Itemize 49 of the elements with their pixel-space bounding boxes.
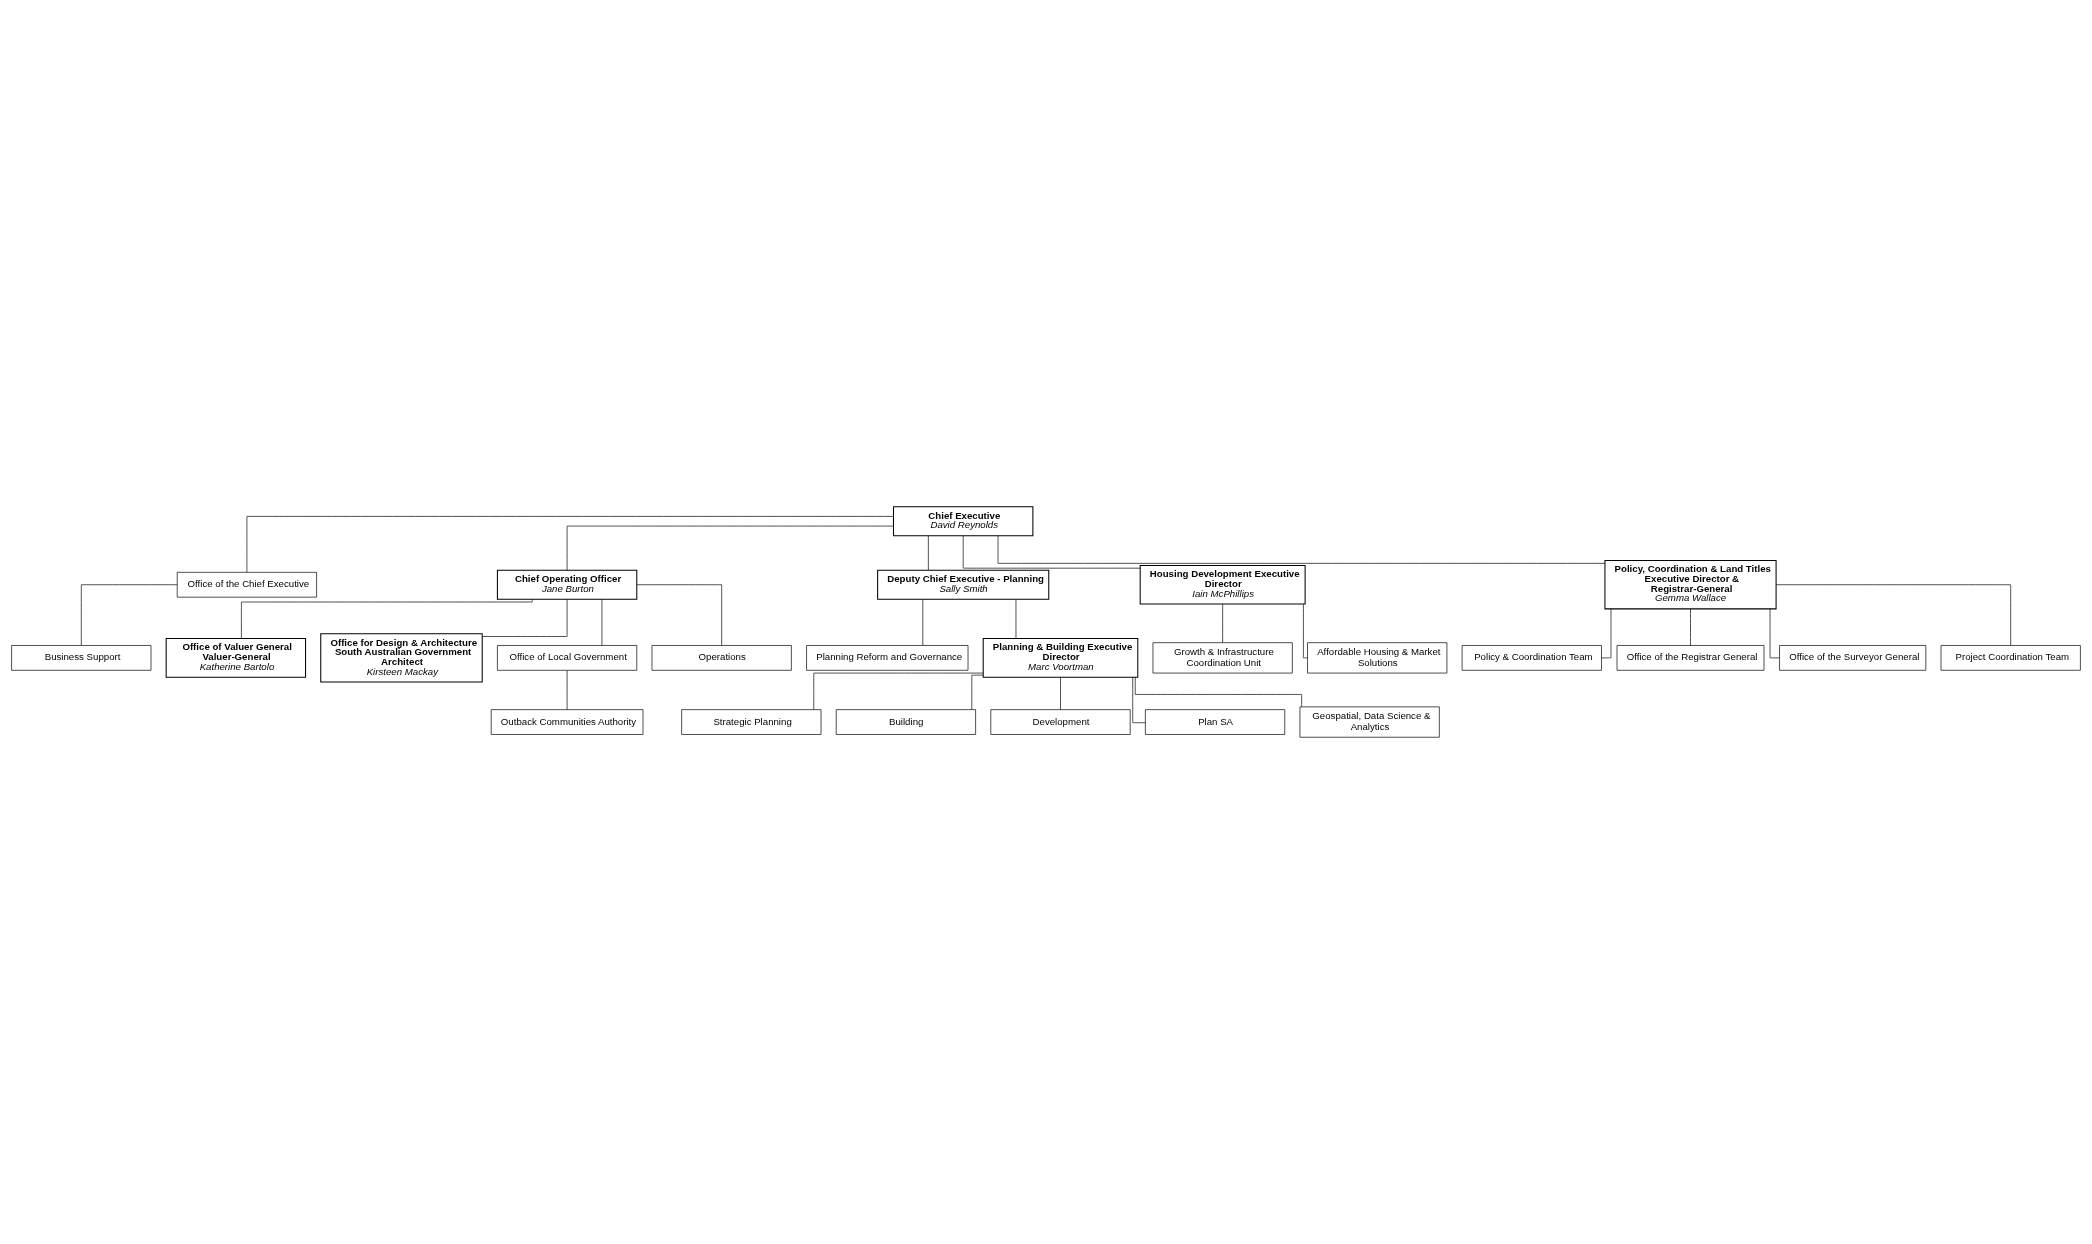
node-box: Office of the Chief Executive: [176, 571, 317, 598]
connector: [1015, 599, 1017, 639]
connector: [1132, 677, 1146, 724]
node-box: Policy, Coordination & Land Titles Executive Director & Registrar-General Gemma Wallace: [1604, 560, 1777, 610]
node-box: Affordable Housing & Market Solutions: [1307, 642, 1448, 674]
node-box: Plan SA: [1145, 709, 1286, 735]
connector: [1690, 608, 1691, 646]
node-box: Office of the Registrar General: [1616, 645, 1765, 671]
node-box: Growth & Infrastructure Coordination Unit: [1152, 642, 1293, 674]
node-box: Building: [835, 709, 976, 735]
node-box: Outback Communities Authority: [490, 709, 644, 735]
node-box: Planning Reform and Governance: [806, 645, 969, 671]
node-box: Business Support: [11, 645, 152, 671]
node-box: Project Coordination Team: [1940, 645, 2081, 671]
connector: [566, 670, 568, 710]
connector: [636, 584, 722, 646]
connector: [1601, 608, 1612, 659]
node-box: Office of the Surveyor General: [1779, 645, 1927, 671]
connector: [482, 599, 568, 637]
connector: [1775, 584, 2012, 646]
node-box: Planning & Building Executive Director Marc Voortman: [982, 638, 1139, 678]
node-box: Housing Development Executive Director Iain McPhillips: [1139, 564, 1306, 605]
connector: [566, 525, 894, 571]
node-box: Chief Executive David Reynolds: [893, 506, 1034, 537]
connector: [1134, 676, 1302, 707]
connector: [1303, 603, 1308, 659]
node-box: Geospatial, Data Science & Analytics: [1299, 706, 1440, 738]
connector: [241, 598, 533, 639]
connector: [971, 674, 984, 710]
connector: [922, 599, 924, 646]
connector: [928, 535, 929, 571]
connector: [1222, 603, 1223, 643]
connector: [997, 535, 1606, 564]
connector: [601, 599, 603, 646]
connector: [1060, 676, 1061, 710]
connector: [813, 672, 984, 710]
connector: [1769, 608, 1780, 659]
connector: [246, 516, 894, 573]
connector: [962, 535, 1141, 569]
node-box: Chief Operating Officer Jane Burton: [496, 569, 638, 600]
node-box: Office of Valuer General Valuer-General Katherine Bartolo: [165, 638, 307, 678]
node-box: Office of Local Government: [497, 645, 638, 671]
node-box: Operations: [651, 645, 792, 671]
connector: [80, 584, 178, 646]
node-box: Office for Design & Architecture South Australian Government Architect Kirsteen Mackay: [320, 633, 483, 683]
node-box: Development: [990, 709, 1131, 735]
node-box: Deputy Chief Executive - Planning Sally Smith: [877, 569, 1050, 600]
node-box: Policy & Coordination Team: [1461, 645, 1602, 671]
node-box: Strategic Planning: [681, 709, 822, 735]
